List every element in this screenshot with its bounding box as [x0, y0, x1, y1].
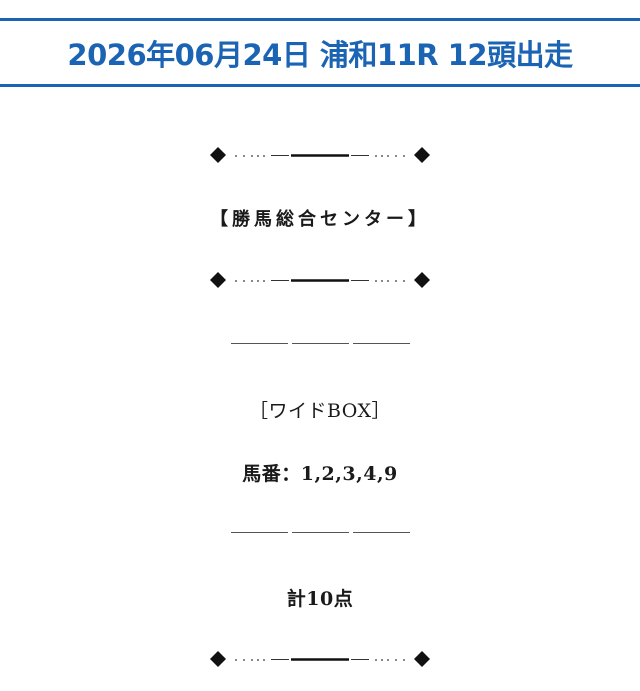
page-header: 2026年06月24日 浦和11R 12頭出走: [0, 18, 640, 87]
thin-rule-top: [0, 343, 640, 344]
ornament-divider-bottom: [0, 649, 640, 669]
thin-rule-bottom: [0, 532, 640, 533]
total-points: 計10点: [286, 588, 354, 610]
horse-numbers: 馬番：1,2,3,4,9: [242, 463, 398, 485]
center-label: 【勝馬総合センター】: [210, 209, 430, 230]
bet-type-label: ［ワイドBOX］: [248, 400, 392, 422]
page-title: 2026年06月24日 浦和11R 12頭出走: [67, 37, 573, 72]
ornament-divider-middle: [0, 270, 640, 290]
ornament-divider-top: [0, 145, 640, 165]
